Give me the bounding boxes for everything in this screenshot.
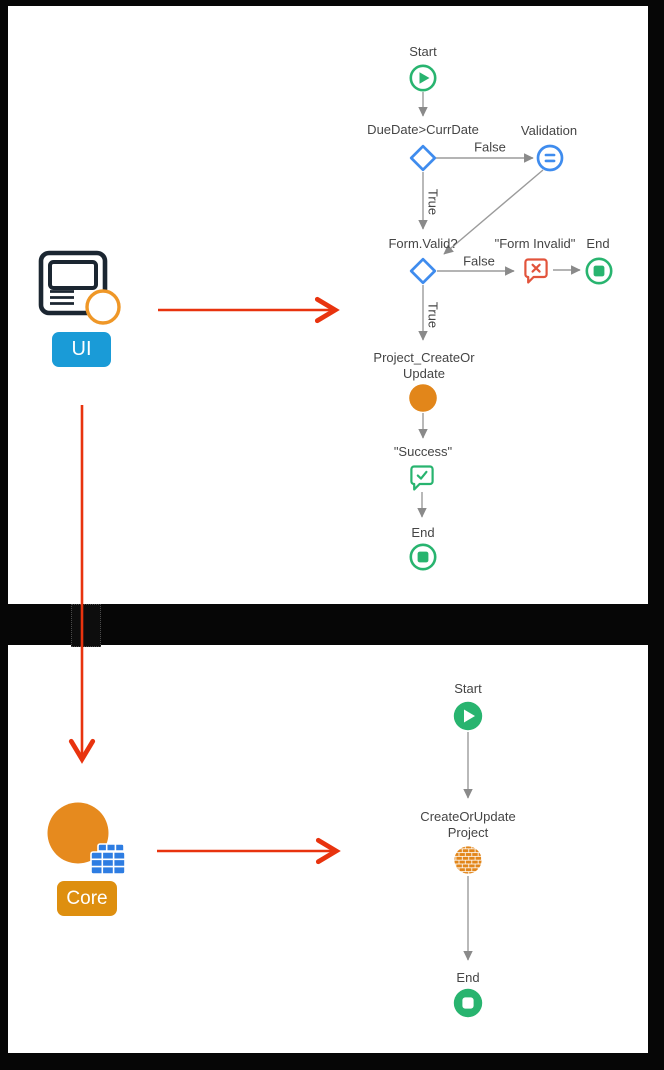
server-action-createorupdate-node[interactable] (453, 845, 483, 875)
ui-module-badge: UI (52, 332, 111, 367)
msg-form-invalid-node[interactable] (521, 255, 551, 285)
msg-success-label: "Success" (393, 444, 453, 459)
end-success-node[interactable] (408, 542, 438, 572)
client-action-icon (409, 384, 437, 412)
if-duedate-node[interactable] (408, 143, 438, 173)
start-label: Start (409, 44, 437, 59)
edge-label-false: False (463, 253, 495, 269)
validation-node[interactable] (535, 143, 565, 173)
if-formvalid-node[interactable] (408, 256, 438, 286)
decision-diamond-icon (409, 144, 437, 172)
if-formvalid-label: Form.Valid? (388, 236, 458, 251)
edge-label-true: True (425, 188, 441, 216)
panel-gap-notch (71, 604, 101, 647)
validation-label: Validation (520, 123, 578, 138)
end-outline-icon (585, 257, 613, 285)
server-action-icon (454, 846, 482, 874)
end-success-label: End (411, 525, 435, 540)
core-module-label: Core (66, 887, 108, 909)
start-node[interactable] (408, 63, 438, 93)
message-error-icon (524, 258, 548, 284)
server-action-createorupdate-label: CreateOrUpdate Project (420, 809, 516, 840)
message-success-icon (410, 465, 434, 491)
decision-diamond-icon (409, 257, 437, 285)
exception-handler-icon (536, 144, 564, 172)
msg-success-node[interactable] (407, 462, 437, 492)
end-outline-icon (409, 543, 437, 571)
end-invalid-node[interactable] (584, 256, 614, 286)
end-core-label: End (456, 970, 480, 985)
ui-module-label: UI (71, 338, 92, 360)
core-module-badge: Core (57, 881, 117, 916)
edge-label-false: False (474, 139, 506, 155)
start-filled-icon (453, 701, 483, 731)
ui-module-screen-icon (34, 246, 124, 333)
core-module-entity-icon (42, 798, 128, 883)
end-core-node[interactable] (452, 987, 484, 1019)
action-project-label: Project_CreateOr Update (373, 350, 475, 381)
start-core-label: Start (454, 681, 482, 696)
edge-label-true: True (425, 301, 441, 329)
start-core-node[interactable] (452, 700, 484, 732)
start-outline-icon (409, 64, 437, 92)
action-project-node[interactable] (408, 383, 438, 413)
if-duedate-label: DueDate>CurrDate (367, 122, 479, 137)
end-filled-icon (453, 988, 483, 1018)
end-invalid-label: End (586, 236, 610, 251)
msg-form-invalid-label: "Form Invalid" (494, 236, 576, 251)
